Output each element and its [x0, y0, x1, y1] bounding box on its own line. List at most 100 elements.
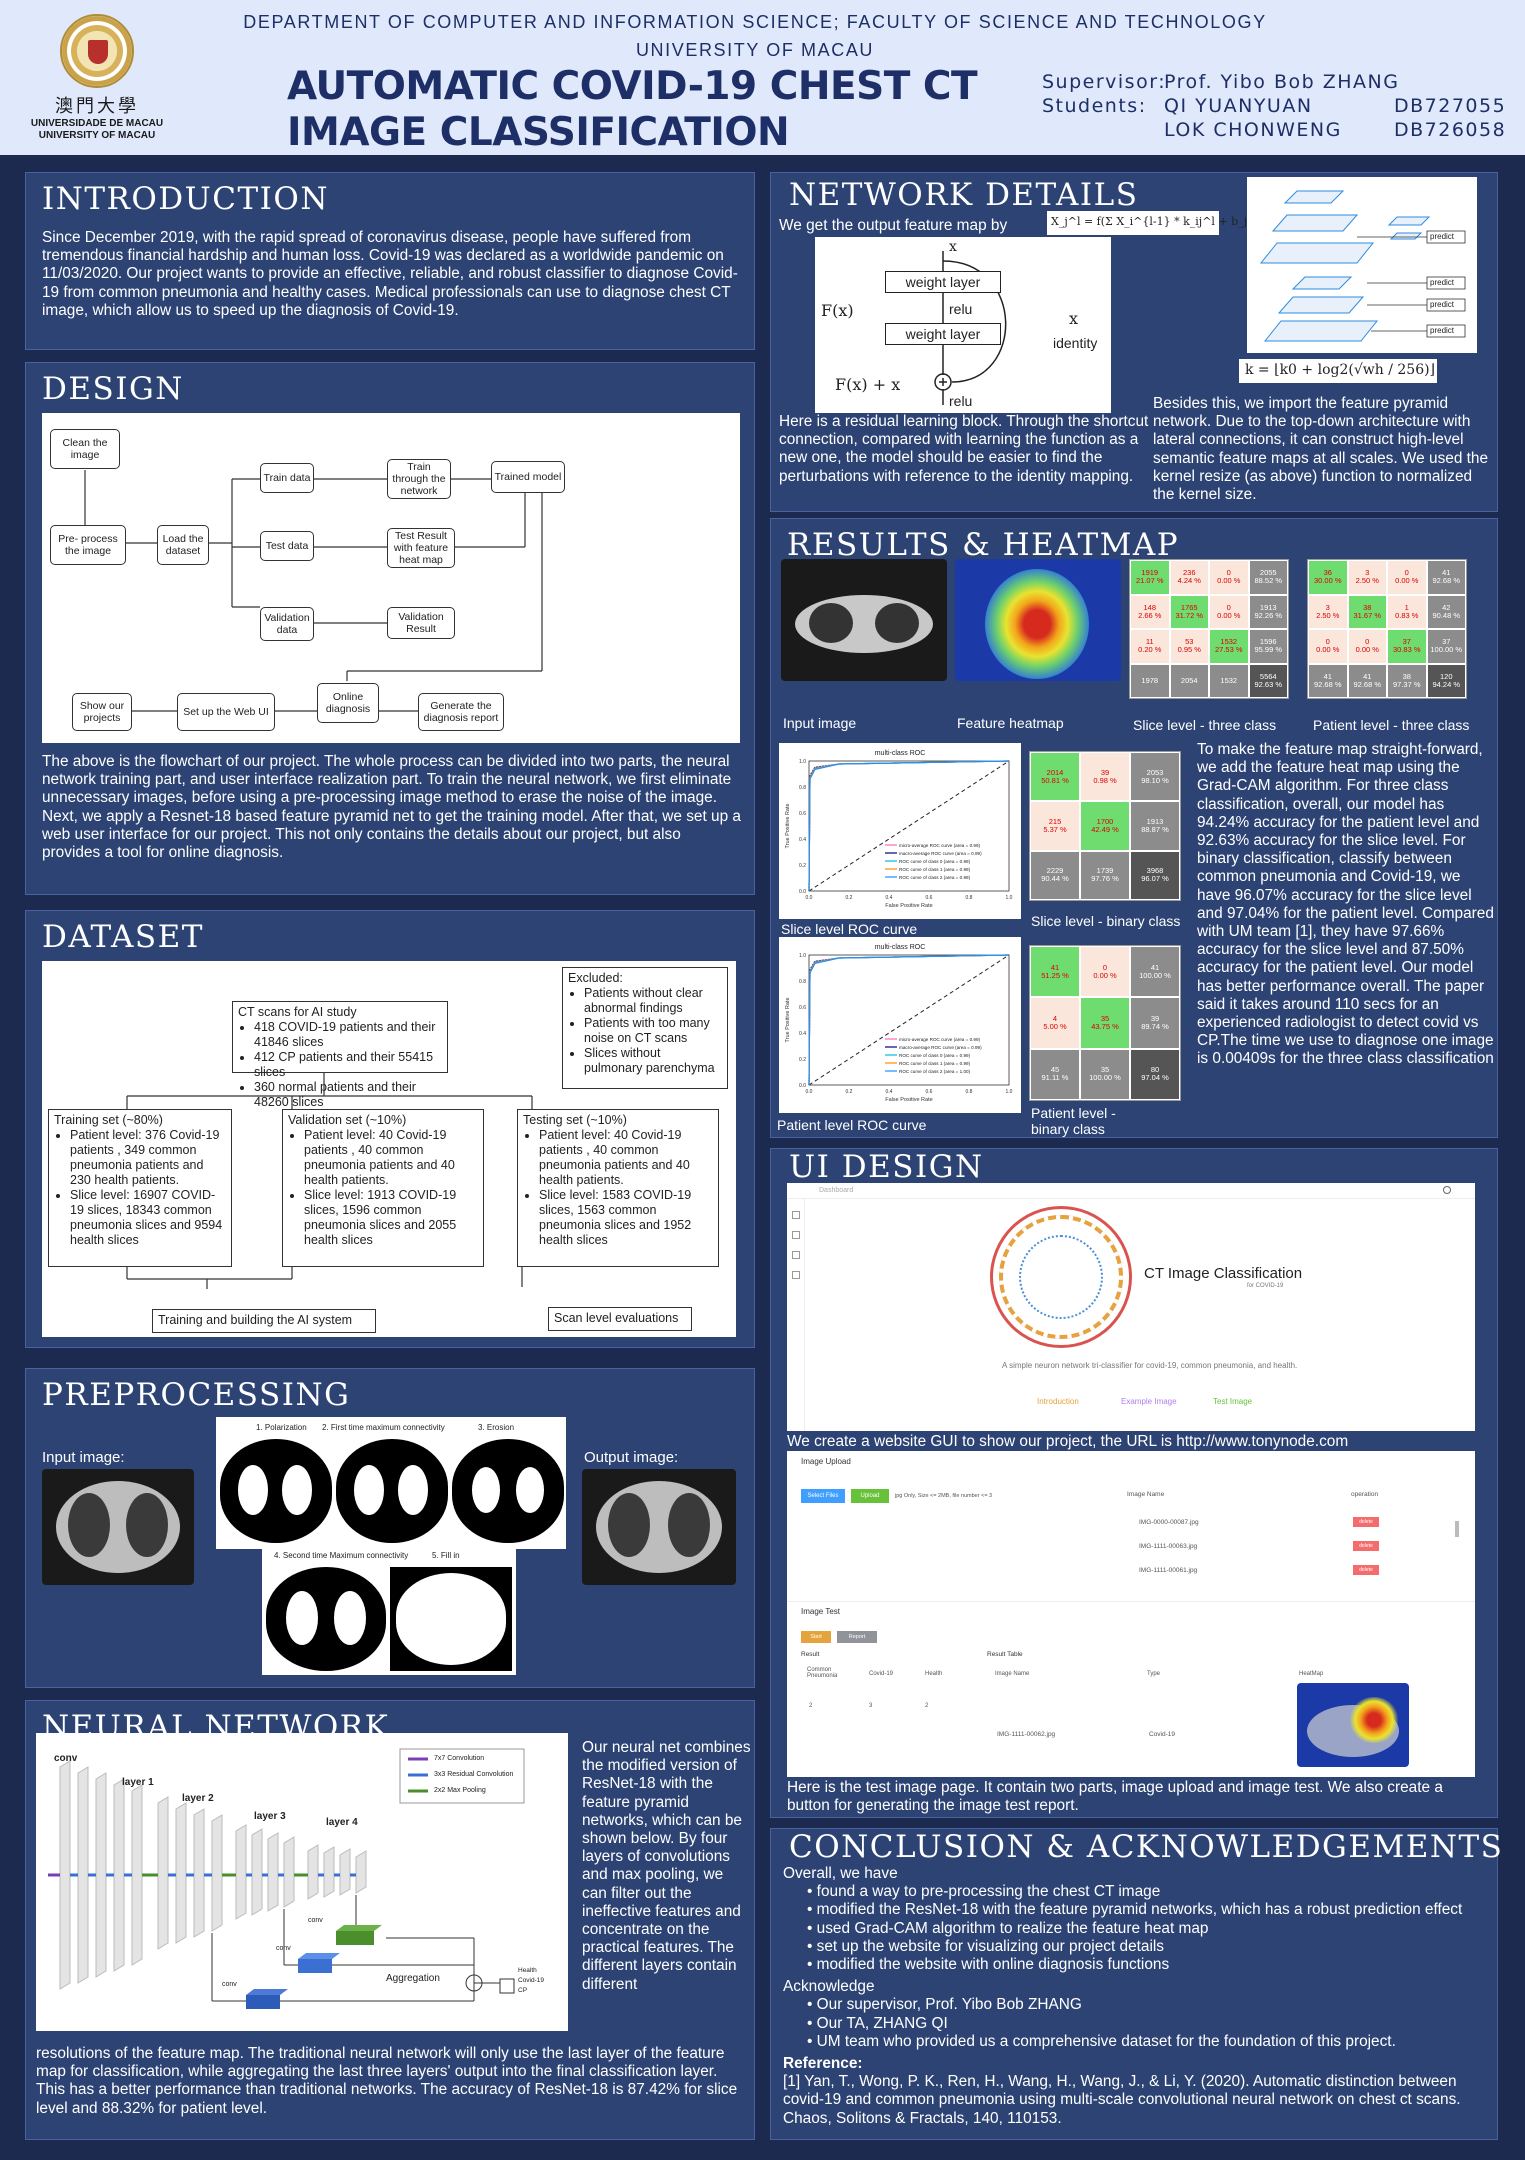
- select-files-button[interactable]: Select Files: [801, 1489, 845, 1503]
- poster-title: AUTOMATIC COVID-19 CHEST CT IMAGE CLASSI…: [287, 64, 978, 156]
- dashboard-link[interactable]: Dashboard: [819, 1187, 854, 1194]
- cm-cell: 1532: [1209, 663, 1249, 698]
- section-heading: INTRODUCTION: [42, 181, 329, 217]
- cm-cell: 1532 27.53 %: [1209, 629, 1249, 664]
- cm-cell: 3 2.50 %: [1347, 560, 1387, 595]
- report-button[interactable]: Report: [837, 1631, 877, 1643]
- cm-cell: 41 92.68 %: [1308, 663, 1348, 698]
- site-logo-inner: [1019, 1235, 1103, 1319]
- flow-test-result: Test Result with feature heat map: [387, 528, 455, 568]
- cm-cell: 1919 21.07 %: [1130, 560, 1170, 595]
- conclusion-item: found a way to pre-processing the chest …: [807, 1883, 1483, 1901]
- conv-label: conv: [308, 1917, 323, 1924]
- cm-cell: 41 92.68 %: [1426, 560, 1466, 595]
- excluded-item: Patients with too many noise on CT scans: [584, 1016, 722, 1046]
- conclusion-item: used Grad-CAM algorithm to realize the f…: [807, 1920, 1483, 1938]
- predict-label: predict: [1430, 326, 1455, 335]
- cm-cell: 38 97.37 %: [1387, 663, 1427, 698]
- roc-title: multi-class ROC: [875, 750, 926, 757]
- logo-name-pt: UNIVERSIDADE DE MACAU: [30, 118, 164, 129]
- caption-slice-three: Slice level - three class: [1133, 717, 1277, 733]
- network-left-text: Here is a residual learning block. Throu…: [779, 413, 1149, 485]
- roc-legend-label: ROC curve of class 1 (area = 0.99): [899, 867, 971, 872]
- aggregation-label: Aggregation: [386, 1973, 440, 1984]
- start-button[interactable]: Start: [801, 1631, 831, 1643]
- relu-output-label: relu: [949, 393, 973, 409]
- roc-y-label: True Positive Rate: [785, 803, 791, 848]
- flow-clean-image: Clean the image: [50, 429, 120, 469]
- menu-icon[interactable]: [792, 1231, 800, 1239]
- confusion-matrix-patient-binary: 41 51.25 %0 0.00 %41 100.00 %4 5.00 %35 …: [1029, 945, 1181, 1101]
- student-1-id: DB727055: [1394, 95, 1507, 117]
- uploaded-file: IMG-1111-00063.jpg: [1139, 1543, 1198, 1550]
- roc-x-tick: 0.8: [966, 1089, 973, 1095]
- site-description: A simple neuron network tri-classifier f…: [1002, 1361, 1298, 1370]
- image-test-title: Image Test: [801, 1607, 840, 1616]
- section-heading: DATASET: [42, 919, 204, 955]
- cm-cell: 39 0.98 %: [1080, 752, 1130, 802]
- flow-generate-report: Generate the diagnosis report: [418, 693, 504, 731]
- roc-legend-label: micro-average ROC curve (area = 0.99): [899, 843, 981, 848]
- delete-button[interactable]: delete: [1353, 1565, 1379, 1575]
- layer-label: layer 2: [182, 1793, 214, 1804]
- nav-example-image[interactable]: Example Image: [1121, 1397, 1177, 1406]
- section-heading: RESULTS & HEATMAP: [787, 527, 1180, 563]
- heatmap-thumbnail: [1297, 1683, 1409, 1767]
- cm-cell: 0 0.00 %: [1209, 560, 1249, 595]
- layer-label: layer 4: [326, 1817, 358, 1828]
- confusion-matrix-slice-three: 1919 21.07 %236 4.24 %0 0.00 %2055 88.52…: [1129, 559, 1289, 699]
- step-label: 5. Fill in: [432, 1551, 460, 1560]
- dataset-diagram: CT scans for AI study 418 COVID-19 patie…: [42, 961, 736, 1337]
- student-2-name: LOK CHONWENG: [1164, 119, 1342, 141]
- table-col-heatmap: HeatMap: [1299, 1671, 1324, 1677]
- roc-y-tick: 0.8: [799, 785, 806, 791]
- flow-validation-data: Validation data: [260, 607, 314, 641]
- section-heading: UI DESIGN: [789, 1149, 984, 1185]
- preprocessing-steps-top: 1. Polarization 2. First time maximum co…: [216, 1417, 566, 1549]
- roc-y-tick: 1.0: [799, 953, 806, 959]
- menu-icon[interactable]: [792, 1251, 800, 1259]
- introduction-panel: INTRODUCTION Since December 2019, with t…: [25, 172, 755, 350]
- department: DEPARTMENT OF COMPUTER AND INFORMATION S…: [210, 8, 1300, 64]
- nav-introduction[interactable]: Introduction: [1037, 1397, 1079, 1406]
- caption-slice-binary: Slice level - binary class: [1031, 913, 1181, 929]
- delete-button[interactable]: delete: [1353, 1517, 1379, 1527]
- cm-cell: 5564 92.63 %: [1248, 663, 1288, 698]
- reference-text: [1] Yan, T., Wong, P. K., Ren, H., Wang,…: [783, 2073, 1461, 2127]
- roc-diagonal: [808, 954, 1010, 1086]
- roc-y-tick: 0.6: [799, 811, 806, 817]
- ct-item: 360 normal patients and their 48260 slic…: [254, 1080, 442, 1110]
- menu-icon[interactable]: [792, 1211, 800, 1219]
- ui-design-panel: UI DESIGN Dashboard CT Image Classificat…: [770, 1148, 1498, 1818]
- upload-scrollbar[interactable]: [1455, 1521, 1459, 1537]
- upload-button[interactable]: Upload: [851, 1489, 889, 1503]
- testing-set-box: Testing set (~10%) Patient level: 40 Cov…: [517, 1109, 719, 1267]
- menu-icon[interactable]: [792, 1271, 800, 1279]
- cm-cell: 80 97.04 %: [1130, 1048, 1180, 1100]
- authors: Supervisor:Prof. Yibo Bob ZHANG Students…: [1042, 70, 1506, 142]
- conv-label: conv: [222, 1981, 237, 1988]
- conclusion-panel: CONCLUSION & ACKNOWLEDGEMENTS Overall, w…: [770, 1828, 1502, 2140]
- pyramid-drawing: [1259, 190, 1466, 342]
- upload-hint: jpg Only, Size <= 2MB, file number <= 3: [895, 1493, 993, 1499]
- fx-plus-x-label: F(x) + x: [835, 375, 901, 394]
- result-val: 2: [925, 1703, 929, 1709]
- caption-feature-heatmap: Feature heatmap: [957, 715, 1064, 731]
- nav-test-image[interactable]: Test Image: [1213, 1397, 1253, 1406]
- cm-cell: 3968 96.07 %: [1130, 850, 1180, 900]
- result-val: 3: [869, 1703, 873, 1709]
- legend-7x7-conv: 7x7 Convolution: [434, 1755, 485, 1762]
- neural-side-text: Our neural net combines the modified ver…: [582, 1739, 751, 1993]
- cm-cell: 0 0.00 %: [1080, 946, 1130, 998]
- site-logo-ring: [999, 1215, 1123, 1339]
- delete-button[interactable]: delete: [1353, 1541, 1379, 1551]
- roc-x-tick: 0.4: [886, 895, 893, 901]
- caption-patient-binary: Patient level - binary class: [1031, 1105, 1116, 1137]
- search-icon[interactable]: [1443, 1186, 1451, 1194]
- cm-cell: 38 31.67 %: [1347, 594, 1387, 629]
- results-panel: RESULTS & HEATMAP 1919 21.07 %236 4.24 %…: [770, 518, 1498, 1138]
- cm-cell: 11 0.20 %: [1130, 629, 1170, 664]
- cm-cell: 236 4.24 %: [1169, 560, 1209, 595]
- step-label: 1. Polarization: [256, 1423, 307, 1432]
- university-seal-icon: [60, 14, 134, 88]
